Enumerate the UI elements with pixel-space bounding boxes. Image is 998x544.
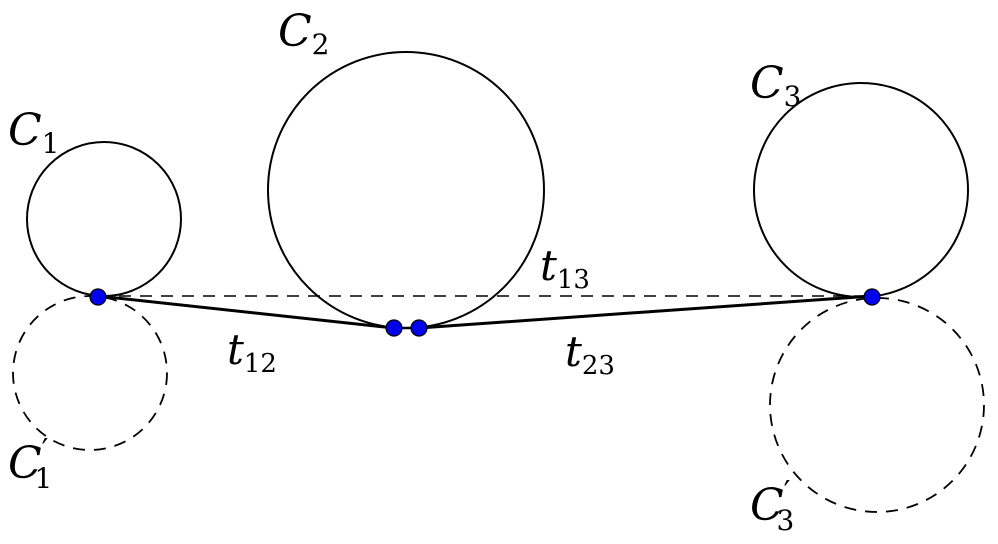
circle-c3-prime (769, 297, 985, 513)
tangent-segment-t23 (418, 294, 873, 330)
label-c1: C1 (8, 105, 60, 160)
label-t13: t13 (540, 241, 590, 295)
circle-c2 (267, 51, 545, 329)
label-c3: C3 (750, 58, 802, 113)
tangency-point (89, 288, 107, 306)
label-t12: t12 (227, 325, 277, 379)
label-c2: C2 (278, 6, 330, 61)
tangency-point (385, 319, 403, 337)
tangency-point (410, 319, 428, 337)
circle-c1 (26, 141, 182, 297)
tangency-point (863, 288, 881, 306)
label-t23: t23 (565, 327, 615, 381)
circle-c3 (753, 82, 969, 298)
label-c3-prime: C′3 (750, 475, 794, 537)
circle-c1-prime (12, 295, 168, 451)
tangent-segment-t12 (97, 294, 395, 330)
label-c1-prime: C′1 (8, 433, 52, 495)
